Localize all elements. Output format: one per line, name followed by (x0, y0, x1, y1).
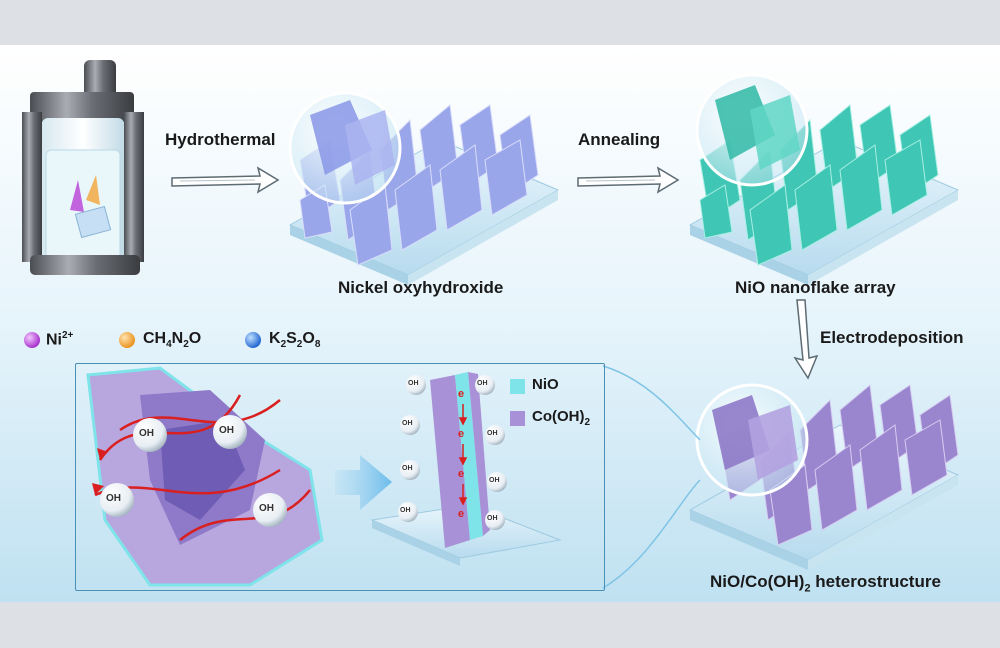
ch-legend-label: CH4N2O (143, 330, 202, 351)
annealing-arrow (577, 166, 680, 194)
oh-label: OH (402, 465, 413, 472)
oh-label: OH (489, 477, 500, 484)
oh-label: OH (219, 425, 234, 436)
hydrothermal-label: Hydrothermal (165, 130, 276, 149)
co-legend-label: Co(OH)2 (532, 408, 591, 428)
hydrothermal-arrow (171, 166, 280, 194)
ni-legend-label: Ni2+ (46, 330, 74, 349)
k-ball-icon (245, 332, 261, 348)
oh-label: OH (477, 380, 488, 387)
oh-label: OH (402, 420, 413, 427)
hetero-nanoflake-array (688, 383, 960, 570)
nio-legend-swatch (510, 379, 525, 394)
nio-legend-label: NiO (532, 376, 559, 393)
oh-label: OH (106, 493, 121, 504)
electrodeposition-arrow (793, 299, 819, 380)
electron-label: e (458, 508, 465, 520)
heterostructure-label: NiO/Co(OH)2 heterostructure (710, 572, 941, 595)
transfer-arrow (335, 455, 392, 510)
oh-label: OH (400, 507, 411, 514)
electron-label: e (458, 428, 465, 440)
oh-label: OH (259, 503, 274, 514)
nickel-oxyhydroxide-array (288, 91, 560, 285)
k-legend-label: K2S2O8 (269, 330, 321, 351)
electron-label: e (458, 468, 465, 480)
oh-label: OH (487, 430, 498, 437)
co-legend-swatch (510, 411, 525, 426)
electron-label: e (458, 388, 465, 400)
nickel-oxyhydroxide-label: Nickel oxyhydroxide (338, 278, 504, 297)
annealing-label: Annealing (578, 130, 661, 149)
nio-nanoflake-label: NiO nanoflake array (735, 278, 896, 297)
autoclave-reactor (22, 60, 144, 275)
oh-label: OH (487, 515, 498, 522)
oh-label: OH (408, 380, 419, 387)
electrodeposition-label: Electrodeposition (820, 328, 964, 347)
inset-single-flake (370, 372, 562, 566)
nio-nanoflake-array (688, 73, 960, 285)
inset-panel (75, 363, 605, 591)
oh-bubbles (100, 375, 507, 530)
ni-ball-icon (24, 332, 40, 348)
oh-label: OH (139, 428, 154, 439)
ch-ball-icon (119, 332, 135, 348)
